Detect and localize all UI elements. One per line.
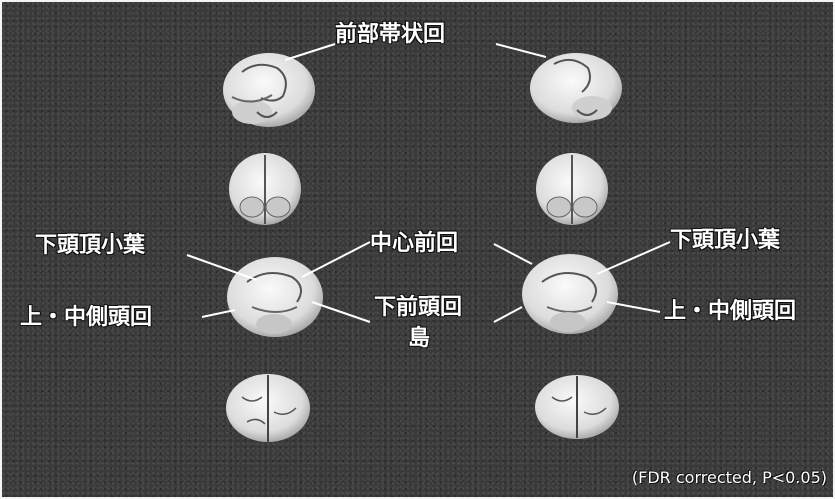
label-sup-mid-temporal-right: 上・中側頭回	[664, 301, 796, 323]
brain-left-sagittal	[223, 53, 315, 127]
brain-right-posterior	[536, 153, 608, 225]
label-inferior-frontal: 下前頭回	[374, 297, 462, 319]
leader-sup-mid-temporal-left	[202, 310, 235, 317]
brain-left-lateral	[227, 257, 323, 337]
brain-right-superior	[535, 375, 619, 439]
label-inferior-parietal-left: 下頭頂小葉	[35, 235, 145, 257]
brain-left-superior	[226, 374, 310, 442]
label-sup-mid-temporal-left: 上・中側頭回	[20, 307, 152, 329]
label-inferior-parietal-right: 下頭頂小葉	[670, 230, 780, 252]
leader-anterior-cingulate-right	[496, 44, 546, 57]
brain-right-sagittal	[530, 53, 622, 123]
label-anterior-cingulate: 前部帯状回	[335, 24, 445, 46]
label-precentral: 中心前回	[370, 233, 458, 255]
leader-inferior-frontal-right	[494, 307, 522, 322]
leader-anterior-cingulate-left	[285, 44, 335, 60]
leader-inferior-frontal-left	[312, 302, 370, 322]
brain-right-lateral	[522, 254, 618, 334]
label-insula: 島	[408, 328, 430, 350]
statistical-note: (FDR corrected, P<0.05)	[632, 468, 827, 487]
brain-left-posterior	[229, 153, 301, 225]
leader-inferior-parietal-right	[597, 242, 670, 274]
leader-precentral-right	[494, 244, 532, 264]
leader-precentral-left	[302, 242, 370, 277]
